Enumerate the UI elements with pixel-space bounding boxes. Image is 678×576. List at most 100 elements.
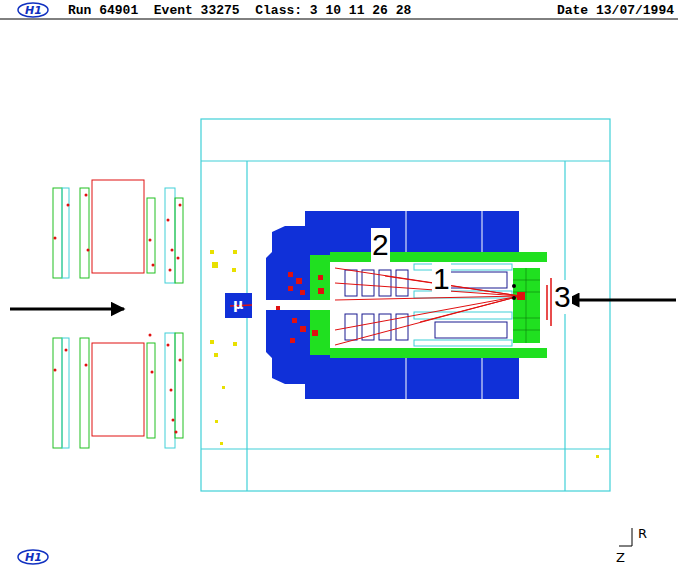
hit: [300, 290, 305, 295]
muon-chamber: [80, 338, 89, 448]
hit: [290, 338, 295, 343]
hit: [67, 204, 70, 207]
hit: [169, 269, 172, 272]
hit: [149, 334, 152, 337]
grid-line: [513, 318, 540, 319]
grid-line: [526, 268, 527, 343]
green-band: [330, 348, 547, 358]
dot: [512, 284, 516, 288]
track: [335, 296, 520, 345]
hit: [85, 364, 88, 367]
toroid: [92, 343, 144, 436]
date-header: Date 13/07/1994: [557, 3, 674, 18]
callout-number: 3: [553, 280, 572, 314]
hit: [172, 419, 175, 422]
callout-number: 1: [432, 262, 451, 296]
forward-tracker: [345, 270, 357, 296]
hit: [212, 262, 218, 268]
muon-chamber: [80, 188, 89, 278]
muon-chamber: [175, 333, 183, 438]
central-chamber: [414, 264, 512, 270]
muon-box: [225, 293, 252, 318]
hit: [54, 237, 57, 240]
track: [420, 296, 520, 322]
tracks: [230, 268, 551, 345]
callout-number: 2: [371, 228, 390, 262]
division: [482, 358, 483, 399]
iron-frame: [201, 119, 610, 491]
frame-line: [201, 448, 610, 449]
backward-block: [513, 268, 540, 343]
axis-z: [619, 546, 632, 547]
hit: [210, 250, 214, 254]
hit: [296, 278, 302, 284]
hit: [220, 442, 223, 445]
logo-ring: [18, 550, 48, 564]
toroid: [92, 180, 144, 273]
hit: [175, 431, 178, 434]
hit: [149, 239, 152, 242]
hit: [596, 455, 599, 458]
hit: [233, 342, 237, 346]
hit: [87, 249, 90, 252]
hit: [179, 359, 182, 362]
muon-chamber: [165, 188, 175, 283]
dot: [512, 296, 516, 300]
muon-symbol: μ: [233, 296, 243, 312]
forward-muon-lower: [53, 333, 183, 448]
track: [385, 276, 520, 296]
hit: [312, 330, 318, 336]
track: [335, 296, 520, 330]
grid-line: [513, 280, 540, 281]
muon-hits: [54, 194, 182, 434]
proton-beam-arrow: [10, 308, 124, 311]
green-layers: [310, 252, 547, 358]
hit: [177, 257, 180, 260]
hit: [151, 371, 154, 374]
hit: [210, 340, 214, 344]
forward-muon-upper: [53, 180, 183, 283]
axis-r: [632, 528, 633, 546]
hit: [276, 306, 280, 310]
hit: [167, 344, 170, 347]
division: [406, 211, 407, 252]
logo-text: H1: [25, 4, 42, 17]
division: [406, 358, 407, 399]
vertex-dots: [512, 284, 516, 300]
run-header: Run 64901 Event 33275 Class: 3 10 11 26 …: [68, 3, 411, 18]
track: [335, 296, 520, 300]
hit: [214, 353, 218, 357]
hit: [171, 249, 174, 252]
central-chamber: [414, 340, 512, 346]
frame-outline: [201, 119, 610, 491]
grid-line: [513, 330, 540, 331]
hit: [167, 219, 170, 222]
muon-chamber: [62, 188, 69, 278]
axis-label: R: [638, 526, 647, 541]
calorimeter: [225, 211, 519, 399]
axis-label: Z: [616, 550, 625, 565]
backward-grid: [513, 268, 540, 343]
hit: [152, 264, 155, 267]
header-rule: [0, 19, 678, 20]
forward-tracker: [396, 270, 408, 296]
backward-hit-line: [550, 278, 552, 326]
green-end: [310, 255, 330, 300]
axis-symbol: [619, 528, 632, 546]
muon-chamber: [53, 188, 62, 278]
muon-chamber: [147, 198, 155, 273]
muon-chamber: [53, 338, 62, 448]
muon-chamber: [165, 333, 175, 448]
hit: [288, 272, 293, 277]
backward-hit-line: [546, 285, 548, 320]
hit: [233, 250, 237, 254]
hit: [288, 286, 293, 291]
muon-chamber: [62, 338, 69, 448]
muon-chamber: [147, 343, 155, 438]
hit: [215, 420, 218, 423]
calorimeter-hits: [276, 272, 525, 343]
hit: [318, 275, 323, 280]
logo-text: H1: [25, 551, 42, 564]
frame-line: [246, 161, 247, 491]
hit: [170, 389, 173, 392]
